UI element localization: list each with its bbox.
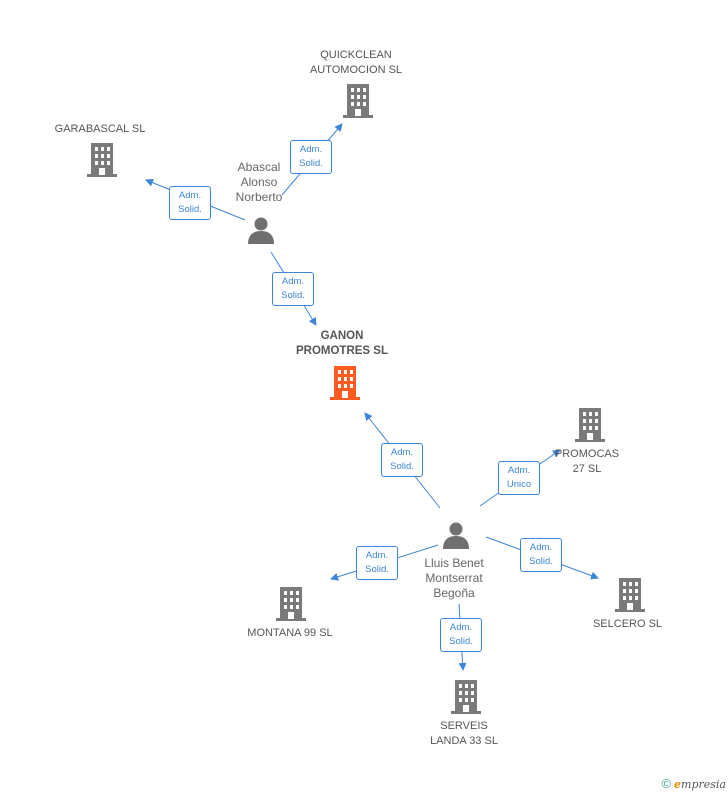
- copyright-icon: ©: [661, 776, 672, 791]
- brand-logo: empresia: [674, 778, 726, 791]
- edge-label-lluis-ganon[interactable]: Adm. Solid.: [381, 443, 423, 477]
- edge-label-lluis-serveis[interactable]: Adm. Solid.: [440, 618, 482, 652]
- edge-label-type: Solid.: [299, 158, 323, 169]
- building-icon[interactable]: [87, 143, 117, 177]
- building-icon[interactable]: [575, 408, 605, 442]
- edge-label-type: Solid.: [178, 204, 202, 215]
- footer-brand[interactable]: ©empresia: [661, 776, 726, 791]
- company-label-montana[interactable]: MONTANA 99 SL: [247, 627, 333, 639]
- edge-label-role: Adm.: [529, 542, 553, 553]
- edge-label-role: Adm.: [178, 190, 202, 201]
- person-icon[interactable]: [442, 521, 470, 549]
- building-icon[interactable]: [343, 84, 373, 118]
- building-icon[interactable]: [330, 366, 360, 400]
- company-label-promocas[interactable]: PROMOCAS 27 SL: [554, 448, 620, 475]
- person-label-lluis[interactable]: Lluis Benet Montserrat Begoña: [424, 556, 484, 600]
- edge-label-type: Solid.: [365, 564, 389, 575]
- edge-label-type: Solid.: [390, 461, 414, 472]
- edge-label-abascal-garabascal[interactable]: Adm. Solid.: [169, 186, 211, 220]
- edge-label-type: Solid.: [449, 636, 473, 647]
- edge-label-type: Solid.: [281, 290, 305, 301]
- company-label-garabascal[interactable]: GARABASCAL SL: [54, 123, 146, 135]
- person-icon[interactable]: [247, 216, 275, 244]
- edge-label-type: Unico: [506, 479, 532, 490]
- edge-label-role: Adm.: [390, 447, 414, 458]
- building-icon[interactable]: [451, 680, 481, 714]
- edge-label-role: Adm.: [299, 144, 323, 155]
- edge-label-type: Solid.: [529, 556, 553, 567]
- edge-label-role: Adm.: [281, 276, 305, 287]
- company-label-serveis[interactable]: SERVEIS LANDA 33 SL: [430, 720, 498, 747]
- company-label-selcero[interactable]: SELCERO SL: [592, 618, 663, 630]
- company-label-quickclean[interactable]: QUICKCLEAN AUTOMOCION SL: [309, 49, 403, 76]
- edge-label-role: Adm.: [507, 465, 531, 476]
- edge-label-abascal-ganon[interactable]: Adm. Solid.: [272, 272, 314, 306]
- edge-label-lluis-montana[interactable]: Adm. Solid.: [356, 546, 398, 580]
- building-icon[interactable]: [615, 578, 645, 612]
- edge-label-lluis-promocas[interactable]: Adm. Unico: [498, 461, 540, 495]
- edge-label-role: Adm.: [365, 550, 389, 561]
- edge-label-lluis-selcero[interactable]: Adm. Solid.: [520, 538, 562, 572]
- person-label-abascal[interactable]: Abascal Alonso Norberto: [235, 160, 283, 204]
- building-icon[interactable]: [276, 587, 306, 621]
- edge-label-abascal-quickclean[interactable]: Adm. Solid.: [290, 140, 332, 174]
- edge-label-role: Adm.: [449, 622, 473, 633]
- main-company-label-ganon[interactable]: GANON PROMOTRES SL: [295, 330, 388, 357]
